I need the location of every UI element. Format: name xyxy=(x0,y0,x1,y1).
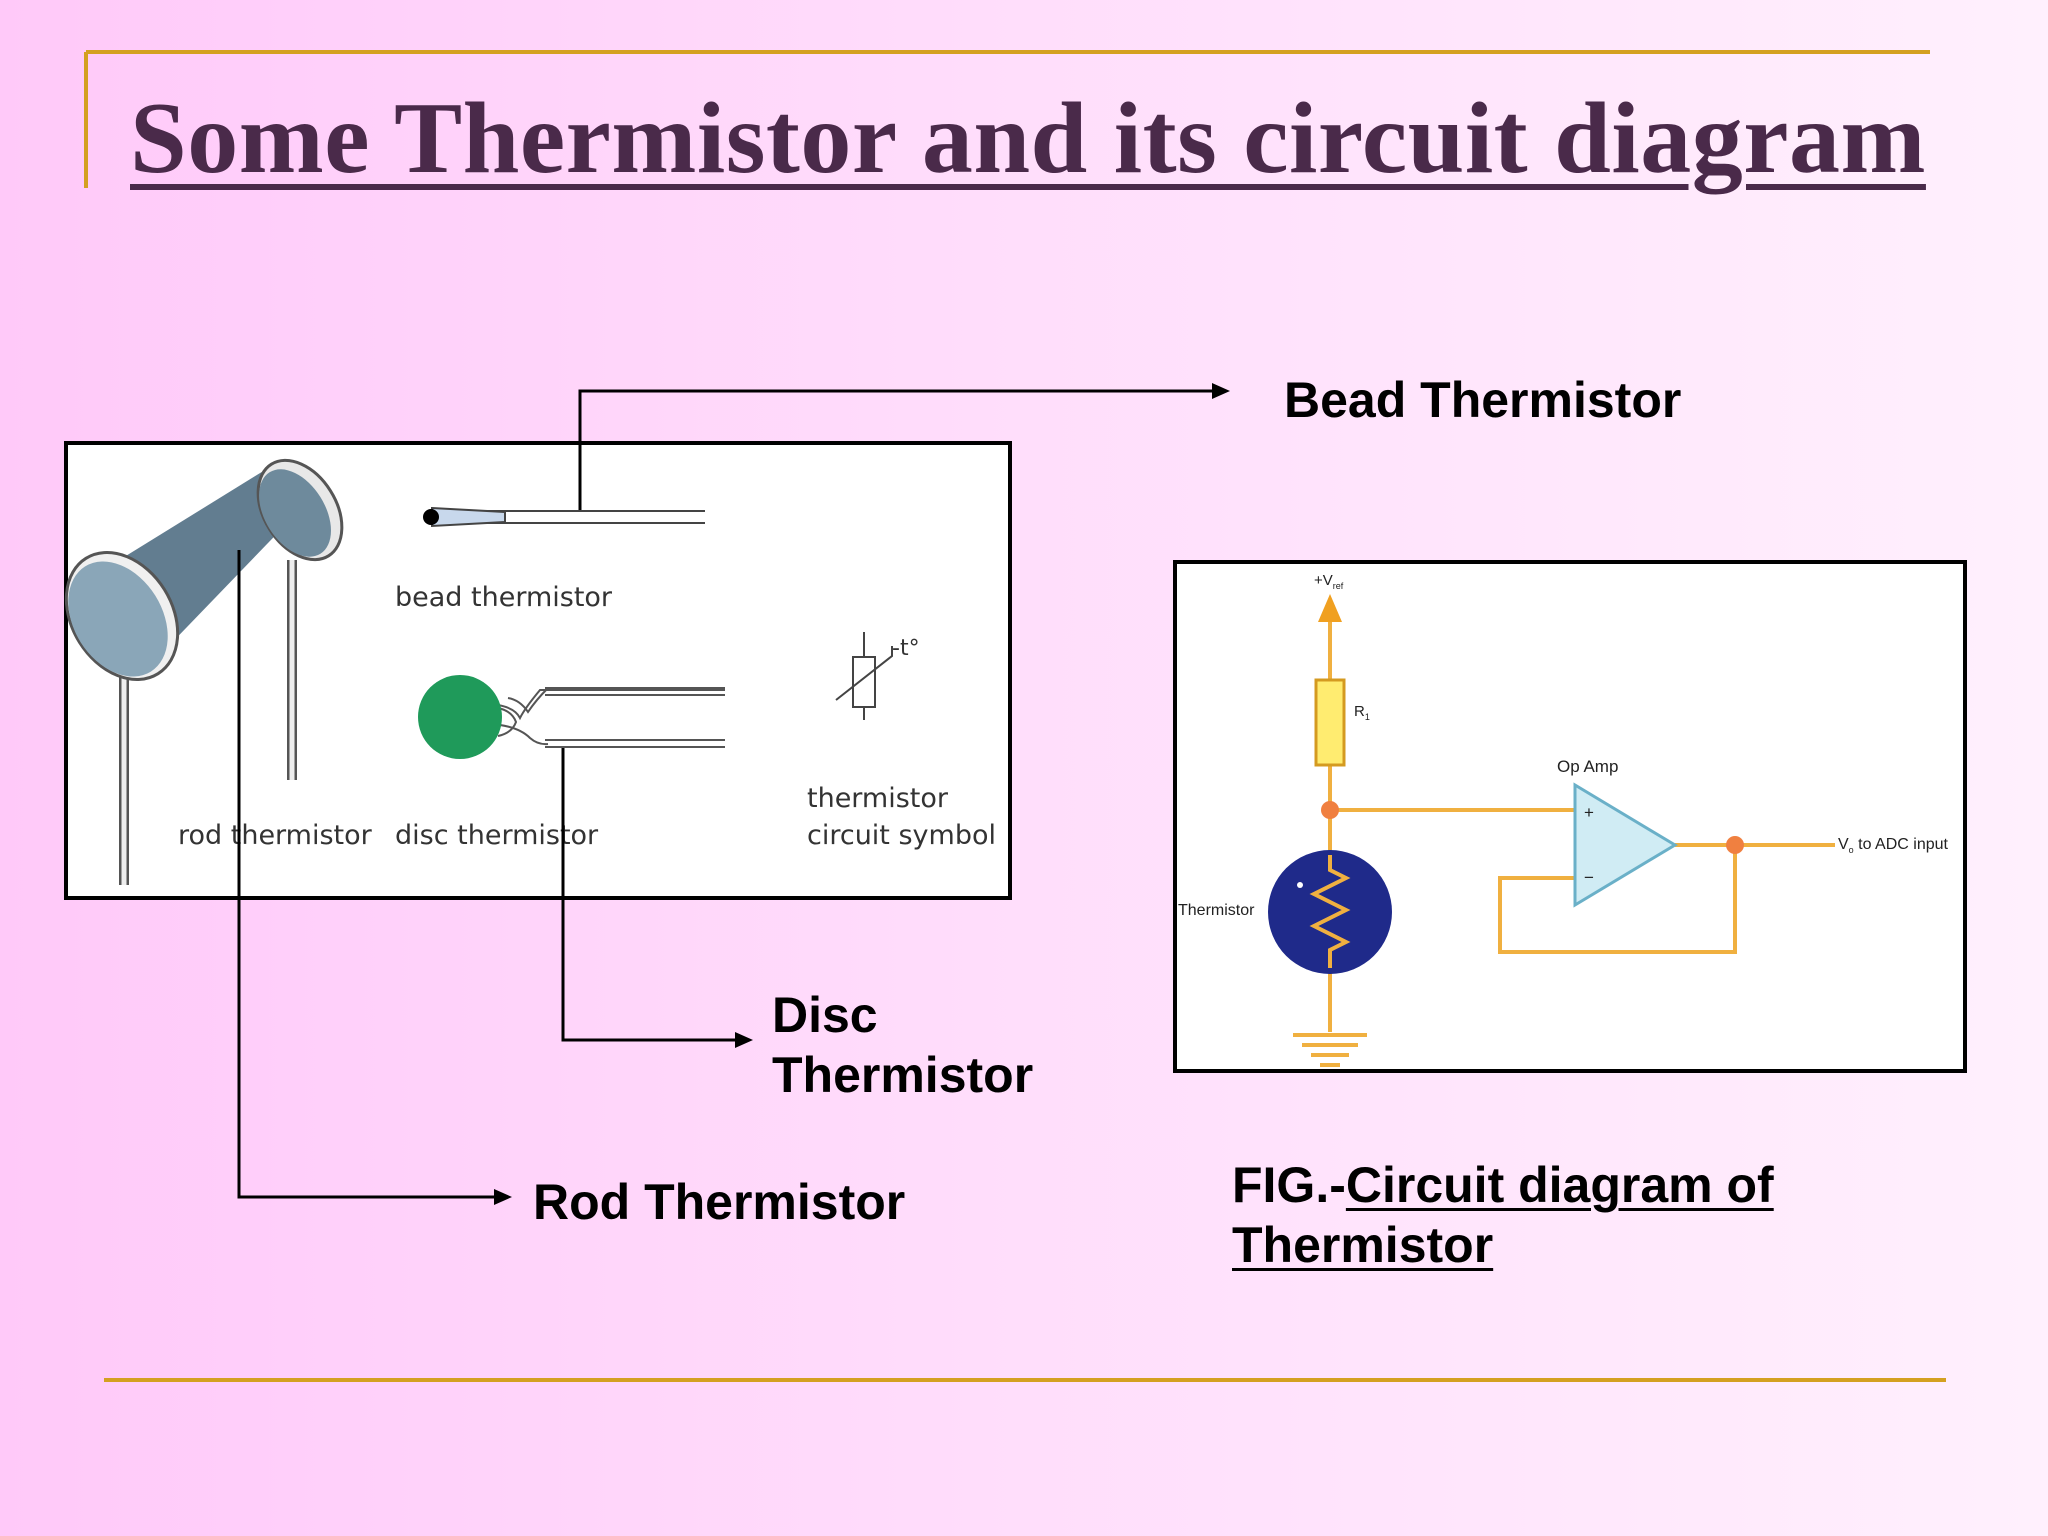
thermistor-highlight xyxy=(1297,882,1303,888)
bead-thermistor-caption: bead thermistor xyxy=(395,582,613,613)
caption-line1: FIG.-Circuit diagram of xyxy=(1232,1155,1774,1215)
caption-underlined-1: Circuit diagram of xyxy=(1345,1157,1774,1213)
vref-label: +Vref xyxy=(1314,572,1344,591)
op-amp-triangle xyxy=(1573,782,1678,908)
vref-arrow-icon xyxy=(1318,594,1342,622)
output-label: Vo to ADC input xyxy=(1838,836,1949,855)
rod-thermistor-image xyxy=(64,458,344,885)
thermistor-resistor-zigzag xyxy=(1309,855,1351,968)
bead-thermistor-label: Bead Thermistor xyxy=(1284,372,1682,428)
op-amp-label: Op Amp xyxy=(1557,757,1618,776)
op-amp-minus: − xyxy=(1584,868,1594,887)
disc-label-line2: Thermistor xyxy=(772,1047,1034,1103)
op-amp-plus: + xyxy=(1584,803,1594,822)
symbol-caption-line2: circuit symbol xyxy=(807,820,996,851)
disc-thermistor-image xyxy=(418,675,725,759)
caption-underlined-2: Thermistor xyxy=(1232,1217,1494,1273)
thermistor-disc xyxy=(1268,850,1392,974)
caption-prefix: FIG.- xyxy=(1232,1157,1346,1213)
junction-node-input xyxy=(1321,801,1339,819)
figure-caption: FIG.-Circuit diagram of Thermistor xyxy=(1232,1155,1774,1275)
disc-thermistor-label: Disc Thermistor xyxy=(772,985,1033,1105)
disc-thermistor-caption: disc thermistor xyxy=(395,820,599,851)
thermistor-symbol xyxy=(835,632,893,720)
thermistor-circuit-label: Thermistor xyxy=(1178,902,1255,919)
rod-callout-arrow xyxy=(237,550,512,1205)
rod-thermistor-label: Rod Thermistor xyxy=(533,1174,906,1230)
bead-thermistor-image xyxy=(423,506,705,528)
resistor-label: R1 xyxy=(1354,703,1370,722)
rod-thermistor-caption: rod thermistor xyxy=(178,820,373,851)
slide-title: Some Thermistor and its circuit diagram xyxy=(130,82,1926,195)
thermistor-temp-label: -t° xyxy=(892,636,920,661)
disc-callout-arrow xyxy=(561,748,753,1048)
junction-node-output xyxy=(1726,836,1744,854)
resistor-r1 xyxy=(1314,678,1346,767)
caption-line2: Thermistor xyxy=(1232,1215,1774,1275)
disc-label-line1: Disc xyxy=(772,987,878,1043)
bead-callout-arrow xyxy=(578,383,1230,510)
symbol-caption-line1: thermistor xyxy=(807,783,949,814)
